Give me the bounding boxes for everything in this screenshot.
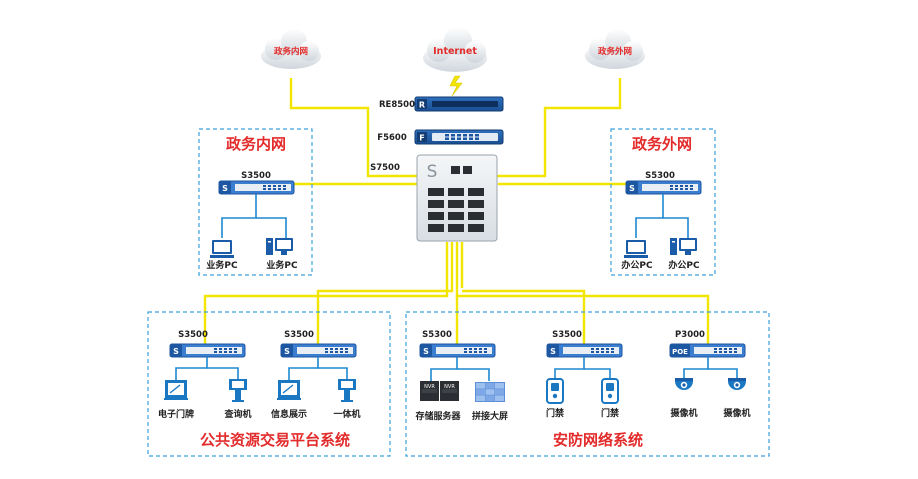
access-switch: S [169, 343, 246, 358]
zone-public-trading: 公共资源交易平台系统 S3500 S S3500 S 电子门牌 查询机 信息展示… [147, 311, 391, 457]
camera-icon [675, 378, 693, 390]
device-label: 业务PC [266, 259, 298, 271]
switch-label: S5300 [645, 171, 675, 181]
cloud-label-gov-internal: 政务内网 [274, 46, 308, 57]
poe-switch: POE [669, 343, 746, 358]
access-control-icon [601, 378, 619, 404]
cloud-label-gov-external: 政务外网 [598, 46, 632, 57]
nvr-label: NVR [444, 384, 455, 390]
device-label: 信息展示 [271, 408, 307, 420]
switch-label: S5300 [422, 330, 452, 340]
zone-title-gov-internal: 政务内网 [226, 135, 286, 153]
kiosk-icon [338, 379, 356, 402]
re8500-label: RE8500 [379, 100, 415, 110]
access-control-icon [546, 378, 564, 404]
cloud-label-internet: Internet [433, 46, 477, 57]
device-label: 存储服务器 [415, 410, 461, 422]
zone-title-gov-external: 政务外网 [632, 135, 692, 153]
poe-badge: POE [672, 348, 688, 356]
device-label: 办公PC [621, 259, 653, 271]
device-label: 电子门牌 [158, 408, 194, 420]
zone-security: 安防网络系统 S5300 S S3500 S P3000 POE [405, 311, 770, 457]
pc-icon [210, 240, 234, 258]
device-label: 办公PC [668, 259, 700, 271]
display-screen-icon [163, 379, 189, 401]
core-switch-s7500: S S7500 [370, 154, 498, 242]
device-label: 摄像机 [670, 407, 697, 419]
access-switch: S [280, 343, 357, 358]
firewall-f5600: F F5600 [377, 129, 504, 145]
zone-gov-external: 政务外网 S5300 S 办公PC 办公PC [610, 128, 716, 276]
kiosk-icon [229, 379, 247, 402]
video-wall-icon [475, 382, 505, 402]
nvr-label: NVR [424, 384, 435, 390]
switch-badge: S [284, 347, 290, 356]
uplink-lines [203, 78, 710, 344]
device-label: 摄像机 [723, 407, 750, 419]
device-label: 一体机 [333, 408, 360, 420]
pc-icon [670, 238, 697, 255]
switch-label: S3500 [241, 171, 271, 181]
switch-label: S3500 [284, 330, 314, 340]
switch-label: P3000 [675, 330, 705, 340]
switch-badge: S [423, 347, 429, 356]
s7500-label: S7500 [370, 163, 400, 173]
cloud-internet: Internet [423, 27, 487, 72]
display-screen-icon [276, 379, 302, 401]
nvr-icon: NVR [440, 381, 459, 401]
zone-title-security: 安防网络系统 [553, 431, 643, 449]
device-label: 门禁 [601, 407, 619, 419]
switch-badge: S [222, 184, 228, 193]
switch-badge: S [173, 347, 179, 356]
camera-icon [728, 378, 746, 390]
switch-badge: S [629, 184, 635, 193]
cloud-gov-external: 政务外网 [585, 29, 645, 69]
access-switch: S [546, 343, 623, 358]
zone-gov-internal: 政务内网 S3500 S 业务PC 业务PC [198, 128, 313, 276]
device-label: 业务PC [206, 259, 238, 271]
cloud-gov-internal: 政务内网 [261, 29, 321, 69]
switch-badge: S [550, 347, 556, 356]
router-re8500: R RE8500 [379, 96, 504, 112]
access-switch: S [218, 180, 295, 195]
f5600-badge: F [419, 134, 424, 143]
nvr-icon: NVR [420, 381, 439, 401]
zone-title-public: 公共资源交易平台系统 [200, 431, 350, 449]
re8500-badge: R [419, 101, 425, 110]
switch-label: S3500 [178, 330, 208, 340]
access-switch: S [419, 343, 496, 358]
switch-label: S3500 [552, 330, 582, 340]
lightning-icon [449, 75, 463, 97]
access-switch: S [625, 180, 702, 195]
device-label: 查询机 [223, 408, 251, 420]
s7500-badge: S [427, 162, 438, 182]
pc-icon [266, 238, 293, 255]
device-label: 拼接大屏 [472, 410, 508, 422]
pc-icon [624, 240, 648, 258]
device-label: 门禁 [546, 407, 564, 419]
f5600-label: F5600 [377, 133, 407, 143]
